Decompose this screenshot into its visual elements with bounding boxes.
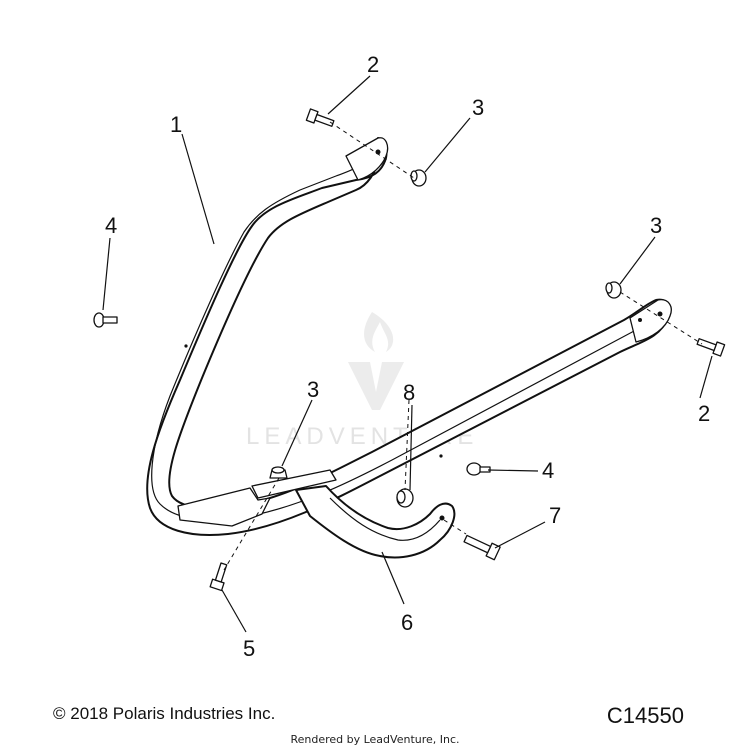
nut-3-right (605, 281, 622, 299)
callout-6: 6 (401, 610, 413, 635)
leader-2-right (699, 355, 713, 399)
bushing-8 (396, 488, 414, 508)
nut-3-upper (410, 169, 427, 187)
nut-3-lower (269, 466, 288, 479)
callout-3-right: 3 (650, 213, 662, 238)
leader-5 (221, 589, 247, 633)
callout-7: 7 (549, 503, 561, 528)
bumper-bar-part (146, 137, 672, 536)
bolt-5 (209, 562, 228, 592)
leader-1 (181, 133, 215, 245)
install-axis-bushing (404, 399, 410, 491)
bolt-7 (463, 534, 501, 561)
install-axis-upper (329, 121, 415, 179)
callout-2-upper: 2 (367, 52, 379, 77)
callout-3-lower: 3 (307, 377, 319, 402)
install-axis-lower (223, 477, 280, 571)
leader-6 (381, 551, 405, 605)
install-axis-right (619, 291, 703, 345)
bolt-2-right (696, 338, 726, 357)
leader-3-lower (281, 399, 313, 467)
callout-2-right: 2 (698, 401, 710, 426)
leader-7 (494, 521, 546, 549)
callout-4-right: 4 (542, 458, 554, 483)
pin-4-left (93, 312, 118, 328)
bolt-2-upper (305, 108, 335, 127)
leader-3-right (619, 236, 656, 285)
callout-8: 8 (403, 380, 415, 405)
callout-4-left: 4 (105, 213, 117, 238)
rendered-by-credit: Rendered by LeadVenture, Inc. (290, 733, 460, 746)
callout-1: 1 (170, 112, 182, 137)
leader-2-upper (327, 75, 371, 115)
leader-3-upper (424, 117, 471, 173)
pin-4-right (466, 462, 491, 476)
diagram-code: C14550 (606, 703, 684, 728)
copyright-notice: © 2018 Polaris Industries Inc. (53, 704, 276, 723)
callout-3-upper: 3 (472, 95, 484, 120)
callout-5: 5 (243, 636, 255, 661)
support-bracket-part (295, 485, 456, 559)
leader-8 (409, 404, 413, 491)
leader-4-left (102, 237, 111, 311)
leader-4-right (487, 469, 539, 472)
